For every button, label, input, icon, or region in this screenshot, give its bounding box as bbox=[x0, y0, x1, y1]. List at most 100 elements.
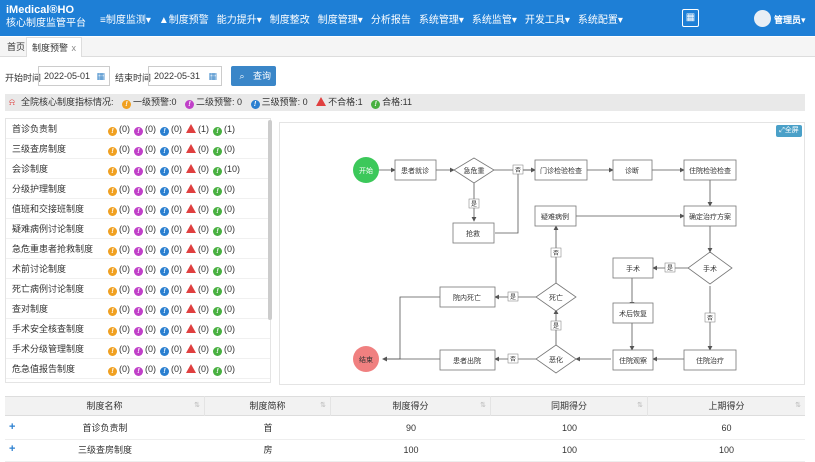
col-name[interactable]: 制度名称⇅ bbox=[5, 396, 205, 416]
node-inpatient-treatment bbox=[683, 349, 737, 371]
warning-red-icon bbox=[186, 124, 196, 133]
col-short[interactable]: 制度简称⇅ bbox=[205, 396, 331, 416]
list-item[interactable]: 查对制度!(0)!(0)!(0)(0)!(0) bbox=[6, 299, 270, 319]
warning-purple-icon: ! bbox=[134, 247, 143, 256]
expand-row-icon[interactable]: + bbox=[9, 443, 16, 455]
expand-icon: ⤢ bbox=[779, 127, 785, 134]
node-diagnosis bbox=[612, 159, 653, 181]
warning-purple-icon: ! bbox=[134, 367, 143, 376]
tab-home[interactable]: 首页 bbox=[7, 42, 26, 52]
summary-level2: !二级预警: 0 bbox=[185, 97, 242, 109]
warning-yellow-icon: ! bbox=[108, 207, 117, 216]
list-scrollbar[interactable] bbox=[268, 120, 272, 320]
warning-purple-icon: ! bbox=[134, 147, 143, 156]
list-item[interactable]: 术前讨论制度!(0)!(0)!(0)(0)!(0) bbox=[6, 259, 270, 279]
list-item-counts: !(0)!(0)!(0)(0)!(0) bbox=[108, 139, 239, 159]
row-divider bbox=[5, 439, 805, 440]
flow-diagram: 开始 结束 患者就诊 急危重 抢救 门诊检验检查 诊断 住院检验检查 疑难病例 … bbox=[279, 122, 805, 385]
expand-row-icon[interactable]: + bbox=[9, 421, 16, 433]
warning-green-icon: ! bbox=[213, 227, 222, 236]
warning-green-icon: ! bbox=[213, 327, 222, 336]
list-item[interactable]: 三级查房制度!(0)!(0)!(0)(0)!(0) bbox=[6, 139, 270, 159]
menu-monitor[interactable]: ≡制度监测▾ bbox=[100, 15, 151, 26]
menu-supervision[interactable]: 系统监管▾ bbox=[471, 15, 517, 26]
list-item[interactable]: 首诊负责制!(0)!(0)!(0)(1)!(1) bbox=[6, 119, 270, 139]
table-cell: 60 bbox=[721, 423, 732, 433]
col-last-period[interactable]: 上期得分⇅ bbox=[648, 396, 805, 416]
start-date-value: 2022-05-01 bbox=[44, 71, 91, 81]
warning-blue-icon: ! bbox=[160, 247, 169, 256]
list-item[interactable]: 手术安全核查制度!(0)!(0)!(0)(0)!(0) bbox=[6, 319, 270, 339]
menu-rectify[interactable]: 制度整改 bbox=[269, 15, 310, 26]
menu-warning[interactable]: ▲制度预警 bbox=[158, 15, 209, 26]
list-item-counts: !(0)!(0)!(0)(0)!(0) bbox=[108, 179, 239, 199]
menu-report[interactable]: 分析报告 bbox=[370, 15, 411, 26]
warning-green-icon: ! bbox=[213, 307, 222, 316]
user-name[interactable]: 管理员▾ bbox=[774, 15, 806, 25]
list-item-counts: !(0)!(0)!(0)(0)!(0) bbox=[108, 359, 239, 379]
system-list: 首诊负责制!(0)!(0)!(0)(1)!(1)三级查房制度!(0)!(0)!(… bbox=[5, 118, 271, 383]
calendar-icon: ▦ bbox=[208, 71, 217, 81]
warning-blue-icon: ! bbox=[160, 127, 169, 136]
query-button[interactable]: ⌕ 查询 bbox=[231, 66, 276, 86]
list-item[interactable]: 值班和交接班制度!(0)!(0)!(0)(0)!(0) bbox=[6, 199, 270, 219]
avatar[interactable] bbox=[754, 10, 771, 27]
warning-red-icon bbox=[186, 204, 196, 213]
warning-green-icon: ! bbox=[213, 127, 222, 136]
menu-devtools[interactable]: 开发工具▾ bbox=[524, 15, 570, 26]
tab-bar: 首页 制度预警 x bbox=[0, 37, 815, 57]
list-item[interactable]: 死亡病例讨论制度!(0)!(0)!(0)(0)!(0) bbox=[6, 279, 270, 299]
warning-yellow-icon: ! bbox=[108, 147, 117, 156]
list-item-counts: !(0)!(0)!(0)(0)!(0) bbox=[108, 319, 239, 339]
start-date-input[interactable]: 2022-05-01 ▦ bbox=[38, 66, 110, 86]
warning-red-icon bbox=[186, 344, 196, 353]
table-header bbox=[5, 396, 805, 416]
tab-warning[interactable]: 制度预警 x bbox=[26, 37, 82, 57]
warning-red-icon bbox=[186, 164, 196, 173]
warning-blue-icon: ! bbox=[160, 267, 169, 276]
close-icon[interactable]: x bbox=[71, 43, 77, 53]
svg-text:住院检验检查: 住院检验检查 bbox=[689, 166, 731, 175]
warning-green-icon: ! bbox=[213, 147, 222, 156]
warning-purple-icon: ! bbox=[134, 227, 143, 236]
node-surgery-decision bbox=[687, 251, 733, 285]
start-label: 开始时间 bbox=[5, 73, 42, 83]
warning-green-icon: ! bbox=[213, 267, 222, 276]
warning-green-icon: ! bbox=[213, 367, 222, 376]
list-item[interactable]: 疑难病例讨论制度!(0)!(0)!(0)(0)!(0) bbox=[6, 219, 270, 239]
list-item[interactable]: 分级护理制度 !(0)!(0)!(0)(0)!(0) bbox=[6, 179, 270, 199]
list-item[interactable]: 手术分级管理制度!(0)!(0)!(0)(0)!(0) bbox=[6, 339, 270, 359]
warning-blue-icon: ! bbox=[160, 307, 169, 316]
warning-yellow-icon: ! bbox=[108, 307, 117, 316]
list-item[interactable]: 危急值报告制度!(0)!(0)!(0)(0)!(0) bbox=[6, 359, 270, 379]
menu-capability[interactable]: 能力提升▾ bbox=[216, 15, 262, 26]
col-score[interactable]: 制度得分⇅ bbox=[331, 396, 491, 416]
svg-text:死亡: 死亡 bbox=[549, 293, 563, 302]
list-item-counts: !(0)!(0)!(0)(0)!(0) bbox=[108, 259, 239, 279]
svg-text:院内死亡: 院内死亡 bbox=[453, 293, 481, 302]
warning-blue-icon: ! bbox=[160, 287, 169, 296]
summary-pass: !合格:11 bbox=[371, 97, 412, 109]
summary-level3: !三级预警: 0 bbox=[250, 97, 308, 109]
fullscreen-button[interactable]: ⤢全屏 bbox=[776, 125, 802, 137]
menu-config[interactable]: 系统配置▾ bbox=[577, 15, 623, 26]
list-item[interactable]: 急危重患者抢救制度!(0)!(0)!(0)(0)!(0) bbox=[6, 239, 270, 259]
list-item-name: 值班和交接班制度 bbox=[12, 204, 85, 214]
menu-management[interactable]: 制度管理▾ bbox=[317, 15, 363, 26]
warning-blue-icon: ! bbox=[160, 167, 169, 176]
warning-blue-icon: ! bbox=[160, 187, 169, 196]
warning-purple-icon: ! bbox=[134, 307, 143, 316]
col-same-period[interactable]: 同期得分⇅ bbox=[491, 396, 648, 416]
list-item-counts: !(0)!(0)!(0)(0)!(0) bbox=[108, 279, 239, 299]
list-item-name: 分级护理制度 bbox=[12, 184, 67, 194]
calendar-icon[interactable]: ▦ bbox=[682, 9, 699, 27]
node-hospital-death bbox=[439, 286, 496, 308]
flow-svg: 开始 结束 患者就诊 急危重 抢救 门诊检验检查 诊断 住院检验检查 疑难病例 … bbox=[353, 157, 737, 374]
menu-system[interactable]: 系统管理▾ bbox=[418, 15, 464, 26]
table-cell: 三级查房制度 bbox=[77, 445, 132, 455]
end-date-input[interactable]: 2022-05-31 ▦ bbox=[148, 66, 222, 86]
list-item[interactable]: 会诊制度!(0)!(0)!(0)(0)!(10) bbox=[6, 159, 270, 179]
col-last-label: 上期得分 bbox=[708, 401, 745, 411]
warning-green-icon: ! bbox=[371, 100, 381, 109]
table-cell: 100 bbox=[403, 445, 419, 455]
